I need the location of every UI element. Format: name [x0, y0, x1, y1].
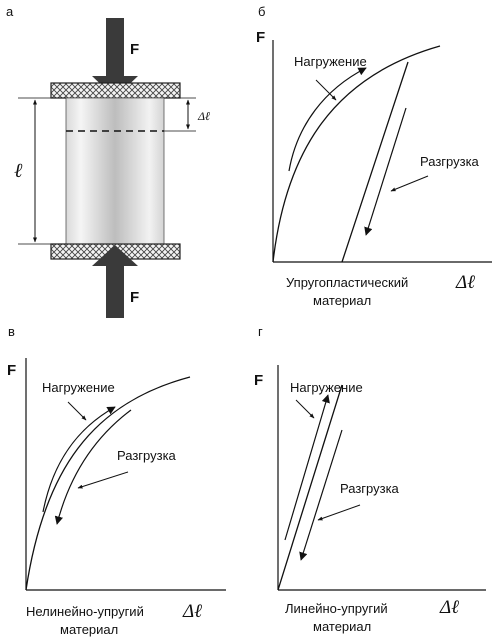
- panel-v-y-axis-label: F: [7, 362, 16, 379]
- panel-v-x-axis-label: Δℓ: [182, 601, 202, 622]
- panel-b-unloading-label: Разгрузка: [420, 154, 480, 169]
- panel-b-unloading-direction-arrow: [364, 107, 407, 236]
- panel-b-y-axis-label: F: [256, 29, 265, 46]
- force-arrow-top: [92, 18, 138, 98]
- panel-g-unloading-direction-arrow: [299, 429, 343, 561]
- panel-v-letter: в: [8, 324, 15, 339]
- panel-g-letter: г: [258, 324, 263, 339]
- panel-b-caption-line-2: материал: [313, 293, 371, 308]
- force-arrow-bottom: [92, 245, 138, 318]
- top-plate: [50, 82, 181, 99]
- force-label-bottom: F: [130, 289, 139, 306]
- panel-v: в F Δℓ Нагружение Разгрузка Нелинейно-уп…: [7, 324, 226, 637]
- panel-g-loading-pointer: [295, 399, 315, 419]
- panel-v-caption-line-2: материал: [60, 622, 118, 637]
- panel-b-caption-line-1: Упругопластический: [286, 275, 408, 290]
- panel-a-letter: а: [6, 4, 14, 19]
- panel-v-loading-direction-arrow: [42, 406, 116, 513]
- length-symbol: ℓ: [14, 160, 23, 182]
- panel-v-elastic-curve: [25, 376, 191, 591]
- specimen-cylinder: [65, 97, 165, 245]
- panel-b-unloading-pointer: [390, 175, 429, 192]
- panel-v-loading-label: Нагружение: [42, 380, 115, 395]
- force-label-top: F: [130, 41, 139, 58]
- panel-b-loading-curve: [272, 45, 441, 263]
- panel-b-unloading-line: [341, 61, 409, 263]
- panel-g-unloading-pointer: [317, 504, 361, 521]
- panel-g: г F Δℓ Нагружение Разгрузка Линейно-упру…: [254, 324, 486, 634]
- panel-b: б F Δℓ Нагружение Разгрузка Упругопласти…: [256, 4, 492, 308]
- panel-b-x-axis-label: Δℓ: [455, 272, 475, 293]
- panel-g-caption-line-2: материал: [313, 619, 371, 634]
- panel-g-loading-label: Нагружение: [290, 380, 363, 395]
- panel-g-elastic-line: [277, 384, 343, 591]
- panel-b-loading-label: Нагружение: [294, 54, 367, 69]
- panel-v-unloading-pointer: [77, 471, 129, 489]
- panel-a: а F F ℓ Δℓ: [6, 4, 210, 318]
- delta-symbol: Δℓ: [197, 109, 210, 123]
- panel-b-letter: б: [258, 4, 265, 19]
- panel-v-loading-pointer: [67, 401, 87, 421]
- panel-b-loading-pointer: [315, 79, 337, 101]
- panel-g-loading-direction-arrow: [284, 394, 330, 541]
- panel-g-caption-line-1: Линейно-упругий: [285, 601, 388, 616]
- panel-g-x-axis-label: Δℓ: [439, 597, 459, 618]
- panel-g-y-axis-label: F: [254, 372, 263, 389]
- panel-v-unloading-direction-arrow: [54, 409, 132, 525]
- panel-b-loading-direction-arrow: [288, 67, 367, 172]
- panel-v-unloading-label: Разгрузка: [117, 448, 177, 463]
- panel-g-unloading-label: Разгрузка: [340, 481, 400, 496]
- panel-v-caption-line-1: Нелинейно-упругий: [26, 604, 144, 619]
